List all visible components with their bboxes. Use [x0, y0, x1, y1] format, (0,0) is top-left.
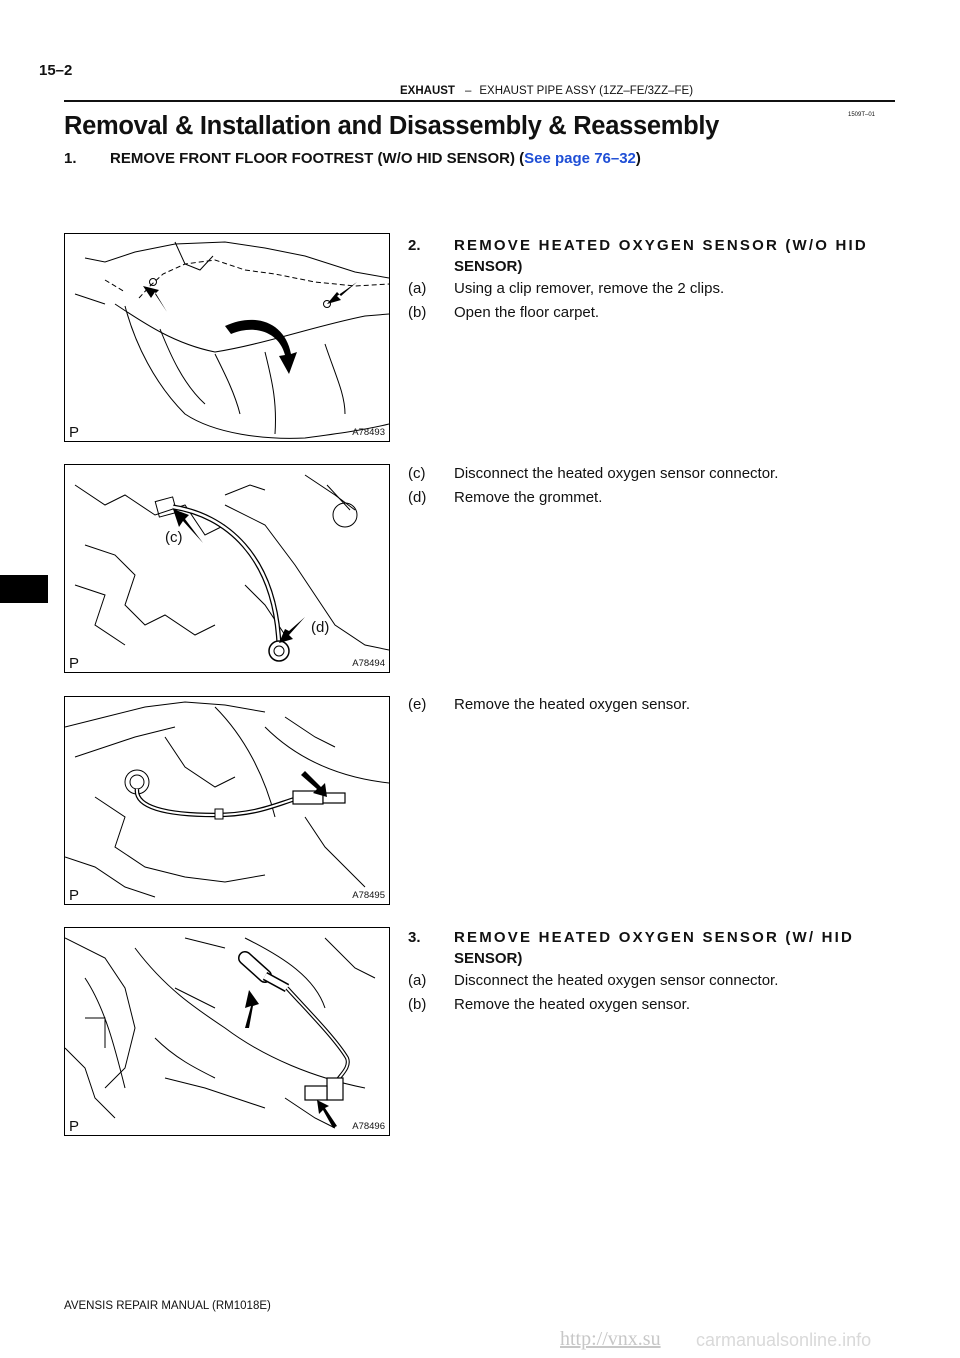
step-2-title-cont: SENSOR)	[454, 258, 523, 275]
step-2-number: 2.	[408, 237, 421, 254]
substep-text: Remove the grommet.	[454, 489, 603, 506]
substep-text: Remove the heated oxygen sensor.	[454, 996, 690, 1013]
see-page-link[interactable]: See page 76–32	[524, 150, 636, 167]
running-header: EXHAUST–EXHAUST PIPE ASSY (1ZZ–FE/3ZZ–FE…	[400, 85, 693, 97]
substep-label: (b)	[408, 996, 427, 1013]
substep-label: (c)	[408, 465, 426, 482]
figure-connector-grommet: (c) (d) P A78494	[64, 464, 390, 673]
step-3a: (a) Disconnect the heated oxygen sensor c…	[408, 972, 778, 989]
hid-sensor-illustration	[65, 937, 376, 1129]
figure-code: A78493	[352, 427, 385, 438]
step-3-heading: 3. REMOVE HEATED OXYGEN SENSOR (W/ HID SE…	[408, 927, 896, 969]
step-3b: (b) Remove the heated oxygen sensor.	[408, 996, 690, 1013]
page-title: Removal & Installation and Disassembly &…	[64, 112, 720, 140]
step-3-title-cont: SENSOR)	[454, 950, 523, 967]
step-2d: (d) Remove the grommet.	[408, 489, 602, 506]
connector-illustration	[74, 474, 389, 662]
step-2a: (a) Using a clip remover, remove the 2 cl…	[408, 280, 724, 297]
header-subsection: EXHAUST PIPE ASSY (1ZZ–FE/3ZZ–FE)	[479, 85, 694, 97]
figure-code: A78494	[352, 658, 385, 669]
figure-p-label: P	[69, 655, 80, 672]
header-separator: –	[464, 85, 472, 97]
substep-label: (d)	[408, 489, 427, 506]
watermark-site: carmanualsonline.info	[696, 1330, 872, 1350]
figure-oxygen-sensor-removal: P A78495	[64, 696, 390, 905]
step-2c: (c) Disconnect the heated oxygen sensor c…	[408, 465, 778, 482]
step-1-text: REMOVE FRONT FLOOR FOOTREST (W/O HID SEN…	[110, 150, 525, 167]
step-2b: (b) Open the floor carpet.	[408, 304, 599, 321]
header-section: EXHAUST	[400, 85, 455, 97]
carpet-illustration	[74, 241, 389, 439]
substep-text: Using a clip remover, remove the 2 clips…	[454, 280, 725, 297]
figure-code: A78495	[352, 890, 385, 901]
callout-d: (d)	[311, 619, 330, 636]
step-3-title: REMOVE HEATED OXYGEN SENSOR (W/ HID	[454, 929, 855, 946]
substep-text: Disconnect the heated oxygen sensor conn…	[454, 465, 779, 482]
substep-label: (a)	[408, 972, 427, 989]
step-2-title: REMOVE HEATED OXYGEN SENSOR (W/O HID	[454, 237, 868, 254]
step-1-number: 1.	[64, 150, 77, 167]
step-1-close: )	[635, 150, 641, 167]
figure-p-label: P	[69, 1118, 80, 1135]
substep-label: (e)	[408, 696, 427, 713]
footer-manual-name: AVENSIS REPAIR MANUAL (RM1018E)	[64, 1300, 271, 1312]
doc-id: 1509T–01	[848, 112, 876, 118]
watermark-link[interactable]: http://vnx.su	[560, 1328, 661, 1350]
step-2-heading: 2. REMOVE HEATED OXYGEN SENSOR (W/O HID S…	[408, 235, 896, 277]
figure-hid-sensor-removal: P A78496	[64, 927, 390, 1136]
step-2e: (e) Remove the heated oxygen sensor.	[408, 696, 690, 713]
page-number: 15–2	[39, 62, 73, 79]
substep-text: Remove the heated oxygen sensor.	[454, 696, 690, 713]
figure-code: A78496	[352, 1121, 385, 1132]
substep-text: Open the floor carpet.	[454, 304, 600, 321]
section-tab-marker	[0, 575, 48, 603]
callout-c: (c)	[165, 529, 183, 546]
figure-p-label: P	[69, 887, 80, 904]
step-3-number: 3.	[408, 929, 421, 946]
figure-floor-carpet: P A78493	[64, 233, 390, 442]
step-1: 1. REMOVE FRONT FLOOR FOOTREST (W/O HID S…	[64, 150, 641, 167]
header-rule	[64, 100, 895, 102]
substep-text: Disconnect the heated oxygen sensor conn…	[454, 972, 779, 989]
sensor-illustration	[65, 701, 389, 898]
figure-p-label: P	[69, 424, 80, 441]
substep-label: (b)	[408, 304, 427, 321]
substep-label: (a)	[408, 280, 427, 297]
